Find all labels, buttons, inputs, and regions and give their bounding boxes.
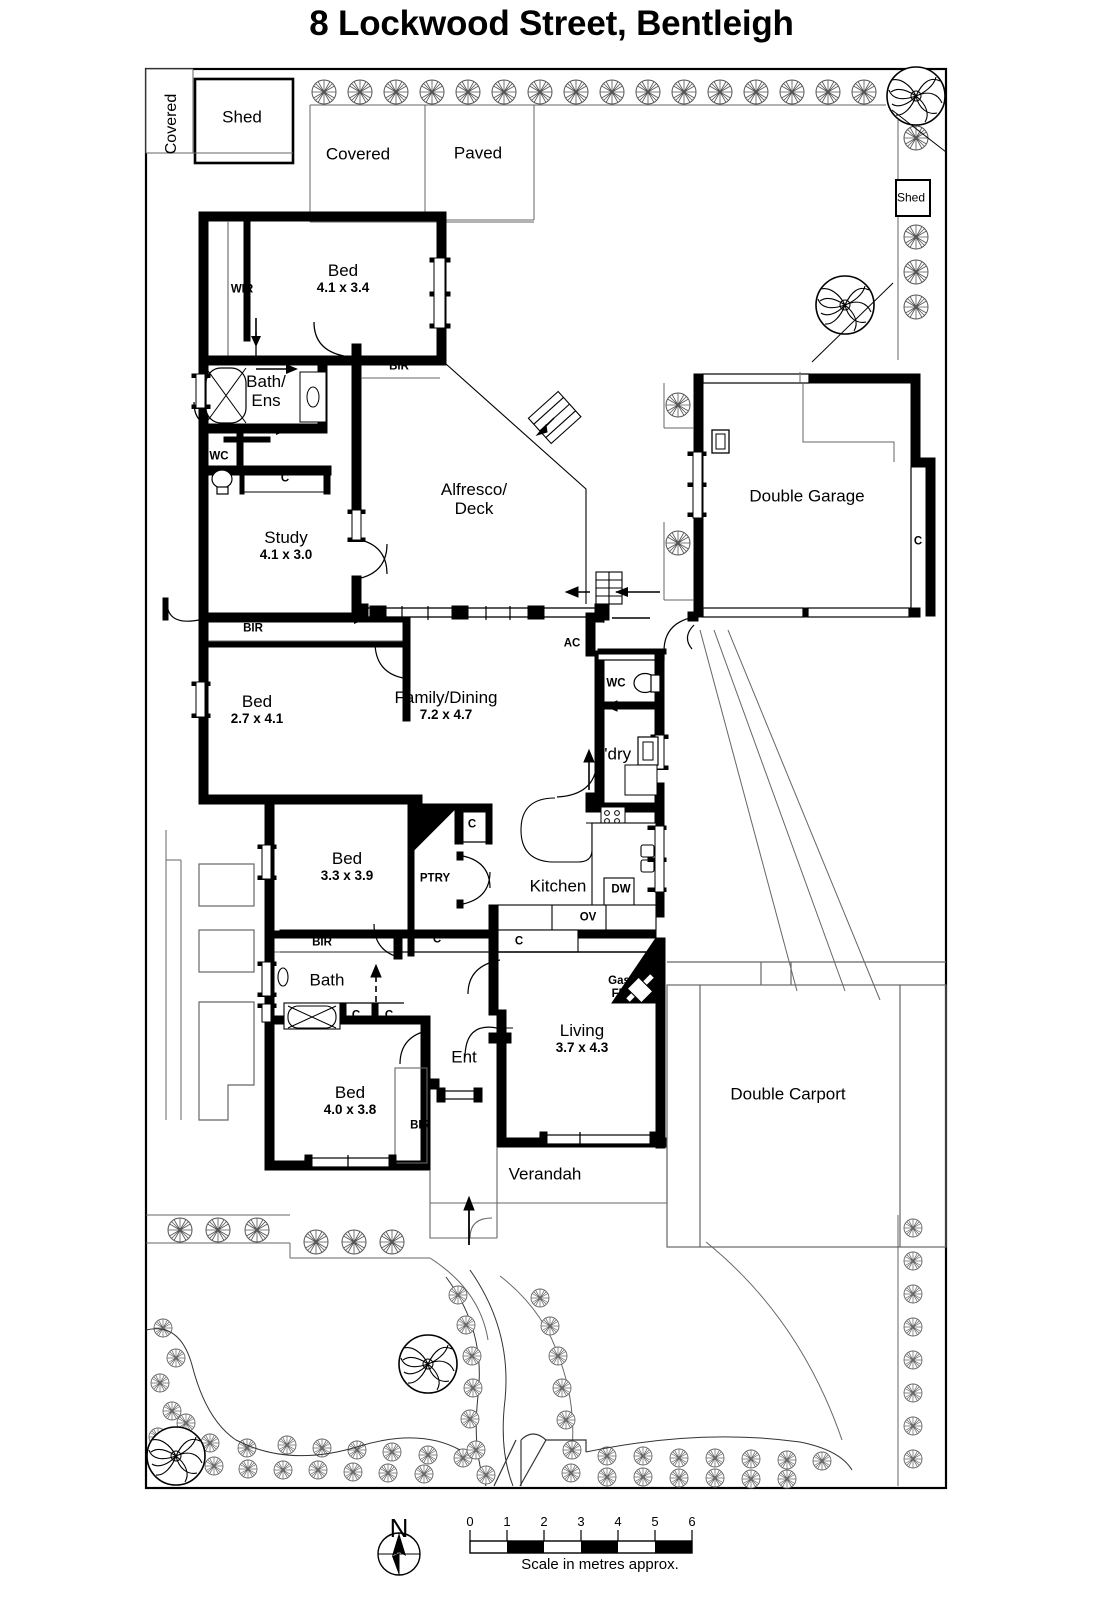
room-name: Family/Dining <box>394 687 498 707</box>
room-label-shed: Shed <box>222 107 262 126</box>
label-wc-upper: WC <box>209 450 229 463</box>
room-name: Alfresco/Deck <box>440 479 508 518</box>
label-wir: WIR <box>230 283 254 296</box>
label-shed-right: Shed <box>896 190 926 205</box>
room-name: Bed <box>331 848 363 868</box>
label-bir-bed1: BIR <box>389 360 409 373</box>
label-ov: OV <box>579 911 597 924</box>
room-label-covered: Covered <box>163 94 181 154</box>
scale-tick-5: 5 <box>651 1514 659 1529</box>
room-name: Covered <box>163 93 181 155</box>
compass-north-label: N <box>389 1513 409 1543</box>
room-label-ldry: L'dry <box>595 744 631 763</box>
scale-tick-1: 1 <box>503 1514 511 1529</box>
room-label-alfrescodeck: Alfresco/Deck <box>441 480 507 518</box>
label-dw: DW <box>611 883 631 896</box>
label-c-kitchen: C <box>514 935 524 948</box>
room-name: L'dry <box>594 744 632 764</box>
scale-tick-0: 0 <box>466 1514 474 1529</box>
label-bir-bed3: BIR <box>312 936 332 949</box>
room-name: Bed <box>327 260 359 280</box>
hedge-top <box>310 66 946 126</box>
room-label-covered2: Covered <box>326 144 390 163</box>
room-label-doublegarage: Double Garage <box>749 486 864 505</box>
label-bir-bed4: BIR <box>410 1119 430 1132</box>
page-title: 8 Lockwood Street, Bentleigh <box>309 4 794 43</box>
label-ac: AC <box>563 637 581 650</box>
hedge-right <box>815 120 929 360</box>
room-name: Living <box>559 1020 605 1040</box>
room-dimensions: 4.1 x 3.4 <box>316 279 370 295</box>
label-wc-lower: WC <box>606 677 626 690</box>
room-label-paved: Paved <box>454 143 502 162</box>
scale-bar <box>469 1530 693 1554</box>
room-name: Double Carport <box>730 1084 846 1104</box>
room-label-doublecarport: Double Carport <box>730 1084 845 1103</box>
room-label-ent: Ent <box>451 1047 477 1066</box>
room-name: Kitchen <box>529 876 587 896</box>
room-name: Shed <box>222 107 262 127</box>
room-name: Bed <box>334 1082 366 1102</box>
label-c-bath-2: C <box>384 1009 394 1022</box>
room-name: Ent <box>451 1047 477 1067</box>
room-label-verandah: Verandah <box>509 1164 582 1183</box>
room-dimensions: 4.0 x 3.8 <box>323 1101 377 1117</box>
compass-rose <box>377 1532 421 1576</box>
scale-tick-4: 4 <box>614 1514 622 1529</box>
room-name: Paved <box>453 143 503 163</box>
room-dimensions: 2.7 x 4.1 <box>230 710 284 726</box>
room-dimensions: 3.3 x 3.9 <box>320 867 374 883</box>
room-name: Bath/Ens <box>246 371 286 410</box>
room-dimensions: 4.1 x 3.0 <box>259 546 313 562</box>
room-label-kitchen: Kitchen <box>530 876 587 895</box>
scale-tick-3: 3 <box>577 1514 585 1529</box>
room-dimensions: 7.2 x 4.7 <box>419 706 473 722</box>
label-c-ptry-bot: C <box>432 933 442 946</box>
label-bir-study: BIR <box>243 622 263 635</box>
room-name: Bath <box>309 970 345 990</box>
label-ptry: PTRY <box>419 872 451 885</box>
room-name: Double Garage <box>749 486 865 506</box>
room-name: Covered <box>325 144 391 164</box>
label-c-garage: C <box>913 535 923 548</box>
scale-tick-2: 2 <box>540 1514 548 1529</box>
room-name: Verandah <box>508 1164 582 1184</box>
room-label-bath: Bath <box>310 970 345 989</box>
room-name: Bed <box>241 691 273 711</box>
scale-caption: Scale in metres approx. <box>521 1556 679 1573</box>
room-label-bathens: Bath/Ens <box>246 372 286 410</box>
label-c-bath-1: C <box>351 1009 361 1022</box>
room-dimensions: 3.7 x 4.3 <box>555 1039 609 1055</box>
label-c-ptry-top: C <box>467 818 477 831</box>
label-c-ens: C <box>280 472 290 485</box>
scale-tick-6: 6 <box>688 1514 696 1529</box>
room-name: Study <box>264 527 308 547</box>
